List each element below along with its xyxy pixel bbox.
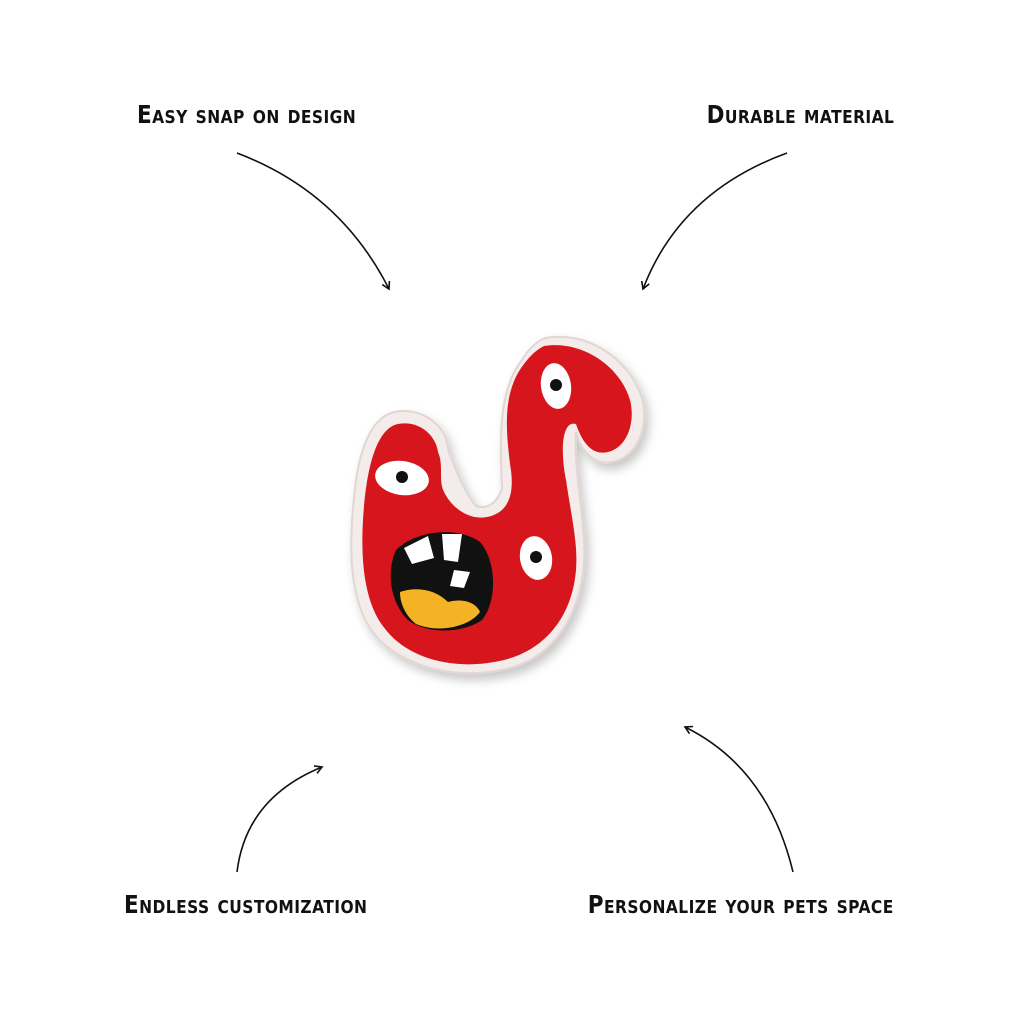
arrow-top-left (236, 152, 391, 291)
feature-label-durable: Durable material (706, 100, 894, 129)
eye-top-icon (540, 363, 572, 409)
eye-left-icon (375, 460, 429, 496)
feature-label-snap-on: Easy snap on design (137, 100, 357, 129)
arrow-top-right (640, 152, 788, 291)
feature-label-customization: Endless customization (124, 890, 368, 919)
eye-right-icon (519, 536, 553, 580)
arrow-bottom-right (683, 725, 794, 873)
mouth-icon (390, 532, 494, 631)
arrow-bottom-left (236, 765, 324, 873)
monster-charm-icon (350, 335, 646, 675)
feature-label-personalize: Personalize your pets space (588, 890, 894, 919)
